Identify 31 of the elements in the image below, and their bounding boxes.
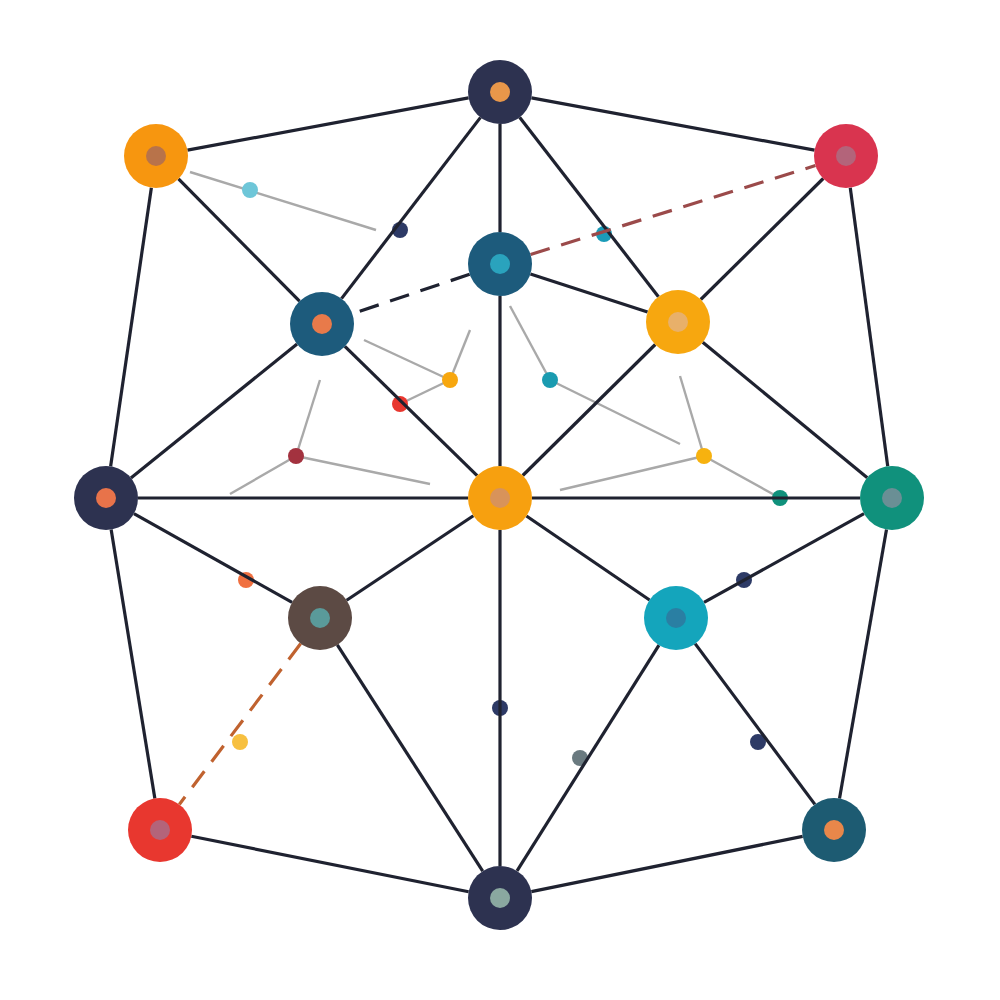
connector-line: [133, 512, 293, 604]
connector-line: [191, 834, 469, 894]
connector-line: [129, 342, 299, 480]
connector-line: [703, 512, 865, 604]
connector-line: [531, 834, 803, 894]
connector-line: [515, 644, 661, 872]
connector-line: [498, 530, 502, 866]
connector-line: [335, 644, 485, 872]
connector-line: [521, 343, 657, 477]
connector-line: [693, 642, 817, 806]
connector-line: [187, 96, 469, 152]
connector-line: [343, 345, 479, 477]
connector-line: [178, 642, 302, 806]
connector-line: [525, 514, 651, 602]
connector-line: [498, 124, 502, 232]
connector-line: [109, 529, 157, 799]
connector-line: [340, 116, 482, 300]
connector-line: [518, 116, 660, 298]
connector-line: [177, 177, 301, 303]
connector-line: [345, 514, 475, 602]
connector-line: [498, 296, 502, 466]
connector-line: [530, 164, 816, 256]
connector-line: [532, 496, 860, 500]
connector-line: [109, 187, 153, 467]
connector-line: [138, 496, 468, 500]
connector-line: [699, 177, 825, 301]
connector-line: [529, 272, 649, 314]
connector-line: [848, 187, 890, 467]
connector-line: [531, 96, 815, 152]
connector-line: [837, 529, 889, 799]
connector-line: [701, 341, 869, 479]
